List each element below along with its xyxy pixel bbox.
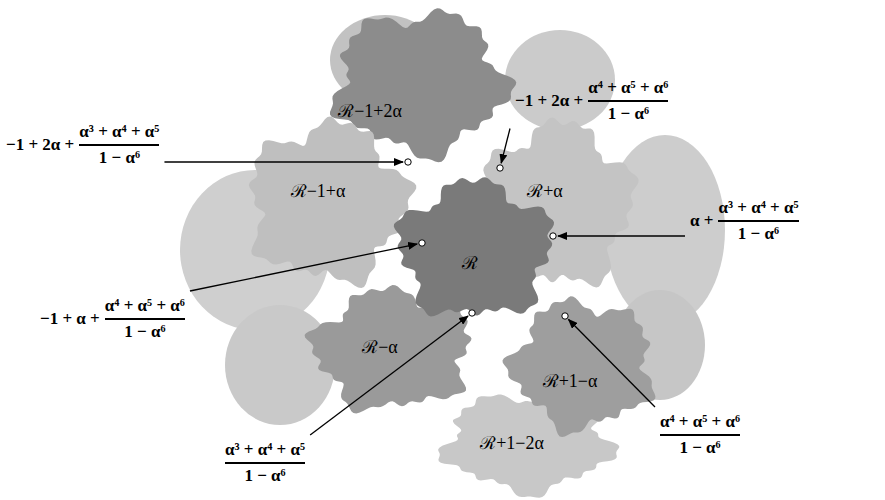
- tile-label: ℛ−1+α: [291, 178, 346, 202]
- fraction-bar: [588, 100, 668, 102]
- fraction-numerator: α⁴ + α⁵ + α⁶: [660, 412, 740, 432]
- fraction-denominator: 1 − α⁶: [244, 466, 285, 486]
- point-marker: [497, 165, 503, 171]
- point-callout: −1 + α +α⁴ + α⁵ + α⁶ 1 − α⁶: [40, 296, 185, 342]
- callout-prefix: α +: [690, 211, 713, 231]
- point-callout: α⁴ + α⁵ + α⁶ 1 − α⁶: [660, 412, 740, 458]
- fraction-numerator: α³ + α⁴ + α⁵: [718, 198, 798, 218]
- fraction-bar: [105, 318, 185, 320]
- fraction-denominator: 1 − α⁶: [124, 322, 165, 342]
- fractal-tile: [235, 110, 420, 295]
- fraction-numerator: α³ + α⁴ + α⁵: [79, 122, 159, 142]
- fraction-denominator: 1 − α⁶: [738, 224, 779, 244]
- point-callout: α +α³ + α⁴ + α⁵ 1 − α⁶: [690, 198, 799, 244]
- fraction-denominator: 1 − α⁶: [679, 438, 720, 458]
- fraction-denominator: 1 − α⁶: [608, 104, 649, 124]
- tile-region: ℛ+1−α: [500, 290, 665, 440]
- fraction-bar: [225, 462, 305, 464]
- callout-prefix: −1 + α +: [40, 309, 100, 329]
- tile-label: ℛ+α: [527, 178, 563, 202]
- leader-line: [164, 161, 403, 162]
- tile-label: ℛ+1−2α: [480, 430, 544, 454]
- fraction-numerator: α³ + α⁴ + α⁵: [225, 440, 305, 460]
- leader-line: [558, 235, 685, 236]
- point-callout: −1 + 2α +α³ + α⁴ + α⁵ 1 − α⁶: [6, 122, 159, 168]
- fraction: α³ + α⁴ + α⁵ 1 − α⁶: [225, 440, 305, 486]
- fraction-bar: [660, 434, 740, 436]
- fraction-denominator: 1 − α⁶: [99, 148, 140, 168]
- fraction: α⁴ + α⁵ + α⁶ 1 − α⁶: [660, 412, 740, 458]
- tile-label: ℛ+1−α: [543, 368, 598, 392]
- fraction-bar: [79, 144, 159, 146]
- fraction-bar: [718, 220, 798, 222]
- fraction: α³ + α⁴ + α⁵ 1 − α⁶: [79, 122, 159, 168]
- fraction: α³ + α⁴ + α⁵ 1 − α⁶: [718, 198, 798, 244]
- fraction: α⁴ + α⁵ + α⁶ 1 − α⁶: [588, 78, 668, 124]
- fraction: α⁴ + α⁵ + α⁶ 1 − α⁶: [105, 296, 185, 342]
- point-marker: [562, 313, 568, 319]
- fraction-numerator: α⁴ + α⁵ + α⁶: [588, 78, 668, 98]
- tile-region: ℛ−1+α: [235, 110, 420, 295]
- fraction-numerator: α⁴ + α⁵ + α⁶: [105, 296, 185, 316]
- point-callout: α³ + α⁴ + α⁵ 1 − α⁶: [225, 440, 305, 486]
- point-marker: [550, 233, 556, 239]
- fractal-tile: [500, 290, 665, 440]
- background-tile: [225, 305, 335, 425]
- tile-label: ℛ−α: [362, 334, 398, 358]
- point-marker: [469, 310, 475, 316]
- tile-label: ℛ: [462, 250, 478, 274]
- point-marker: [419, 240, 425, 246]
- point-callout: −1 + 2α +α⁴ + α⁵ + α⁶ 1 − α⁶: [515, 78, 668, 124]
- callout-prefix: −1 + 2α +: [515, 91, 583, 111]
- callout-prefix: −1 + 2α +: [6, 135, 74, 155]
- point-marker: [405, 159, 411, 165]
- tile-label: ℛ−1+2α: [338, 98, 402, 122]
